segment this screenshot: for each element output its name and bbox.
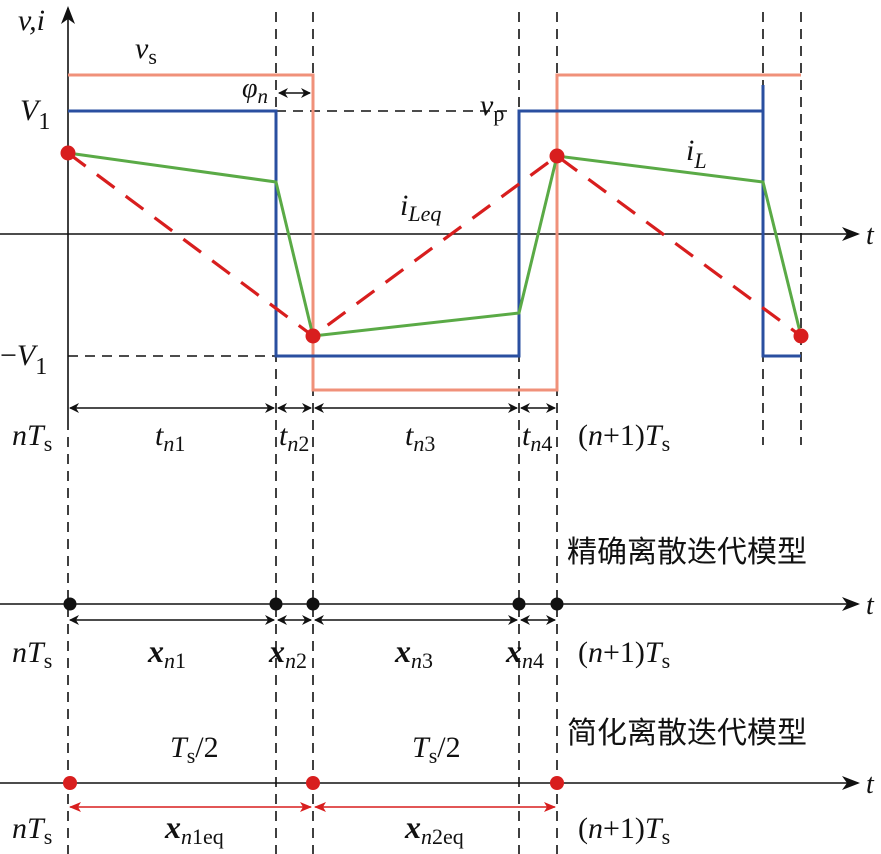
vs-waveform bbox=[68, 73, 801, 392]
t-axis-label-top: t bbox=[866, 220, 875, 251]
iL-waveform bbox=[67, 151, 803, 338]
half-period-2: Ts/2 bbox=[412, 731, 461, 768]
state-xn2: xn2 bbox=[268, 633, 307, 673]
state-xn4: xn4 bbox=[505, 633, 544, 673]
start-time-label-top: nTs bbox=[12, 419, 52, 456]
state-xn2eq: xn2eq bbox=[404, 809, 464, 849]
phi-label: φn bbox=[242, 73, 268, 108]
end-time-label-top: (n+1)Ts bbox=[578, 419, 670, 456]
vp-waveform bbox=[68, 109, 801, 358]
iLeq-waveform bbox=[67, 151, 802, 338]
v1-neg-label: −V1 bbox=[0, 339, 47, 380]
end-time-label-simplified: (n+1)Ts bbox=[578, 812, 670, 849]
iLeq-label: iLeq bbox=[400, 189, 441, 226]
state-xn1: xn1 bbox=[147, 633, 186, 673]
state-xn1eq: xn1eq bbox=[164, 809, 224, 849]
t-axis-label-exact: t bbox=[866, 590, 875, 621]
start-time-label-exact: nTs bbox=[12, 636, 52, 673]
simplified-model-title: 简化离散迭代模型 bbox=[567, 716, 807, 751]
state-dots-waveform bbox=[60, 145, 809, 344]
state-xn3: xn3 bbox=[394, 633, 433, 673]
interval-tn4: tn4 bbox=[522, 419, 552, 456]
exact-model-title: 精确离散迭代模型 bbox=[567, 535, 807, 570]
iL-label: iL bbox=[686, 134, 707, 173]
v1-pos-label: V1 bbox=[20, 94, 50, 135]
interval-tn2: tn2 bbox=[279, 419, 309, 456]
end-time-label-exact: (n+1)Ts bbox=[578, 636, 670, 673]
state-dots-simplified bbox=[63, 776, 564, 790]
interval-tn3: tn3 bbox=[405, 419, 435, 456]
half-period-1: Ts/2 bbox=[170, 731, 219, 768]
interval-tn1: tn1 bbox=[155, 419, 185, 456]
state-dots-exact bbox=[63, 597, 564, 611]
vs-label: vs bbox=[135, 32, 157, 69]
t-axis-label-simplified: t bbox=[866, 769, 875, 800]
start-time-label-simplified: nTs bbox=[12, 812, 52, 849]
y-axis-label: v,i bbox=[18, 4, 45, 37]
vp-label: vp bbox=[480, 89, 504, 126]
